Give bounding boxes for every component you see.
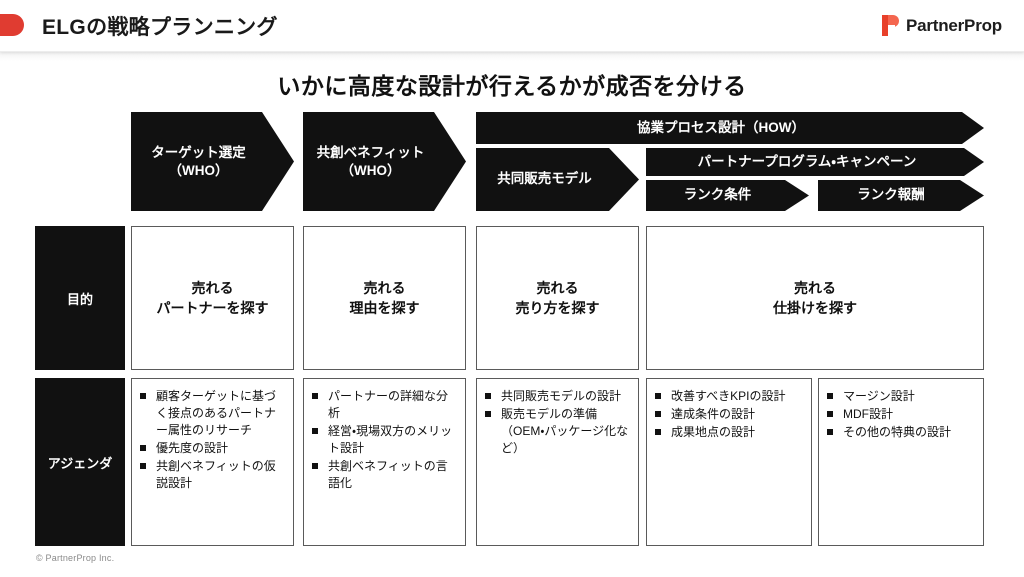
agenda-cell-4-list: 改善すべきKPIの設計 達成条件の設計 成果地点の設計 (653, 388, 804, 441)
arrow-co-creation-benefit[interactable]: 共創ベネフィット （WHO） (303, 112, 466, 211)
agenda-cell-4: 改善すべきKPIの設計 達成条件の設計 成果地点の設計 (646, 378, 812, 546)
arrow-collaboration-process-how[interactable]: 協業プロセス設計（HOW） (476, 112, 984, 144)
brand-logo: PartnerProp (881, 15, 1002, 36)
list-item: パートナーの詳細な分析 (310, 388, 458, 422)
row-label-purpose: 目的 (35, 226, 125, 370)
arrow-partner-program-campaign[interactable]: パートナープログラム・キャンペーン (646, 148, 984, 176)
list-item: 改善すべきKPIの設計 (653, 388, 804, 405)
purpose-cell-1: 売れる パートナーを探す (131, 226, 294, 370)
brand-name: PartnerProp (905, 15, 1002, 35)
arrow-target-selection[interactable]: ターゲット選定 （WHO） (131, 112, 294, 211)
purpose-cell-3-line1: 売れる (536, 279, 579, 296)
agenda-cell-3: 共同販売モデルの設計 販売モデルの準備（OEM・パッケージ化など） (476, 378, 639, 546)
list-item: 優先度の設計 (138, 440, 286, 457)
partnerprop-logo-icon (881, 15, 899, 36)
list-item: その他の特典の設計 (825, 424, 976, 441)
arrow-rank-conditions[interactable]: ランク条件 (646, 180, 809, 211)
arrow-rank-conditions-label: ランク条件 (683, 187, 752, 203)
agenda-cell-2: パートナーの詳細な分析 経営・現場双方のメリット設計 共創ベネフィットの言語化 (303, 378, 466, 546)
headline: いかに高度な設計が行えるかが成否を分ける (277, 73, 747, 99)
footer-copyright: © PartnerProp Inc. (36, 553, 115, 563)
arrow-target-selection-line1: ターゲット選定 (151, 144, 246, 160)
purpose-cell-1-line1: 売れる (191, 279, 234, 296)
purpose-cell-4: 売れる 仕掛けを探す (646, 226, 984, 370)
purpose-cell-2-line2: 理由を探す (349, 300, 420, 316)
list-item: マージン設計 (825, 388, 976, 405)
process-arrow-band: ターゲット選定 （WHO） 共創ベネフィット （WHO） 協業プロセス設計（HO… (0, 112, 1024, 216)
purpose-cell-3: 売れる 売り方を探す (476, 226, 639, 370)
arrow-partner-program-campaign-label: パートナープログラム・キャンペーン (697, 153, 917, 169)
list-item: 顧客ターゲットに基づく接点のあるパートナー属性のリサーチ (138, 388, 286, 439)
header-accent-pill (0, 14, 24, 36)
list-item: 共同販売モデルの設計 (483, 388, 631, 405)
agenda-cell-3-list: 共同販売モデルの設計 販売モデルの準備（OEM・パッケージ化など） (483, 388, 631, 457)
agenda-cell-2-list: パートナーの詳細な分析 経営・現場双方のメリット設計 共創ベネフィットの言語化 (310, 388, 458, 492)
list-item: 販売モデルの準備（OEM・パッケージ化など） (483, 406, 631, 457)
arrow-target-selection-line2: （WHO） (168, 162, 229, 178)
arrow-joint-sales-model-label: 共同販売モデル (497, 171, 592, 187)
list-item: 達成条件の設計 (653, 406, 804, 423)
arrow-collaboration-process-how-label: 協業プロセス設計（HOW） (637, 119, 805, 135)
purpose-cell-1-line2: パートナーを探す (156, 300, 269, 316)
header-shadow (0, 51, 1024, 61)
list-item: 成果地点の設計 (653, 424, 804, 441)
purpose-cell-2-line1: 売れる (363, 279, 406, 296)
row-label-purpose-text: 目的 (66, 291, 93, 307)
purpose-cell-3-line2: 売り方を探す (515, 300, 600, 316)
arrow-rank-rewards-label: ランク報酬 (857, 187, 925, 203)
agenda-cell-5-list: マージン設計 MDF設計 その他の特典の設計 (825, 388, 976, 441)
arrow-co-creation-benefit-line1: 共創ベネフィット (316, 144, 425, 160)
arrow-co-creation-benefit-line2: （WHO） (340, 162, 401, 178)
arrow-joint-sales-model[interactable]: 共同販売モデル (476, 148, 639, 211)
agenda-cell-5: マージン設計 MDF設計 その他の特典の設計 (818, 378, 984, 546)
header-bar: ELGの戦略プランニング PartnerProp (0, 0, 1024, 52)
list-item: 共創ベネフィットの仮説設計 (138, 458, 286, 492)
purpose-cell-4-line1: 売れる (794, 279, 836, 296)
row-label-agenda-text: アジェンダ (47, 455, 113, 471)
list-item: MDF設計 (825, 406, 976, 423)
purpose-cell-4-line2: 仕掛けを探す (773, 300, 857, 316)
list-item: 共創ベネフィットの言語化 (310, 458, 458, 492)
purpose-cell-2: 売れる 理由を探す (303, 226, 466, 370)
agenda-cell-1-list: 顧客ターゲットに基づく接点のあるパートナー属性のリサーチ 優先度の設計 共創ベネ… (138, 388, 286, 492)
page-title: ELGの戦略プランニング (42, 16, 278, 39)
row-label-agenda: アジェンダ (35, 378, 125, 546)
arrow-rank-rewards[interactable]: ランク報酬 (818, 180, 984, 211)
agenda-cell-1: 顧客ターゲットに基づく接点のあるパートナー属性のリサーチ 優先度の設計 共創ベネ… (131, 378, 294, 546)
list-item: 経営・現場双方のメリット設計 (310, 423, 458, 457)
